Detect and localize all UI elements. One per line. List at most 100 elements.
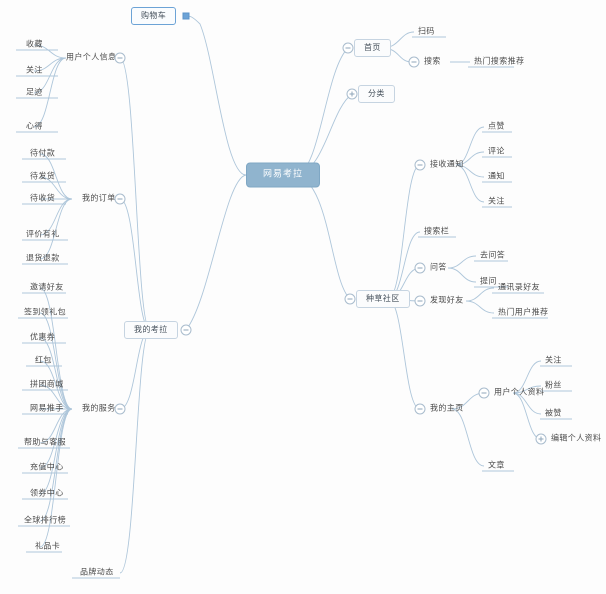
node-qa-go[interactable]: 去问答 [476, 250, 509, 263]
node-community-myhome[interactable]: 我的主页 [426, 403, 468, 416]
node-myhome-article[interactable]: 文章 [484, 460, 509, 473]
toggle-category[interactable] [346, 88, 358, 100]
node-friends-hot-users-label: 热门用户推荐 [498, 307, 549, 317]
node-user-follow[interactable]: 关注 [22, 65, 47, 78]
node-svc-invite-label: 邀请好友 [30, 282, 64, 292]
node-order-review[interactable]: 评价有礼 [22, 229, 64, 242]
node-notify-follow[interactable]: 关注 [484, 196, 509, 209]
node-svc-recharge[interactable]: 充值中心 [26, 462, 68, 475]
node-svc-global-rank[interactable]: 全球排行榜 [20, 515, 70, 528]
node-category[interactable]: 分类 [358, 85, 395, 103]
node-svc-invite[interactable]: 邀请好友 [26, 282, 68, 295]
node-profile-edit[interactable]: 编辑个人资料 [547, 433, 605, 446]
toggle-myhome-profile[interactable] [478, 387, 490, 399]
node-svc-signin[interactable]: 签到领礼包 [20, 307, 70, 320]
node-user-notes[interactable]: 心得 [22, 121, 47, 134]
node-svc-groupmall[interactable]: 拼团商城 [26, 379, 68, 392]
node-profile-fans-label: 粉丝 [545, 380, 562, 390]
node-user-fav[interactable]: 收藏 [22, 39, 47, 52]
node-friends-contacts[interactable]: 通讯录好友 [494, 282, 544, 295]
node-notify-notice-label: 通知 [488, 171, 505, 181]
node-notify-like-label: 点赞 [488, 121, 505, 131]
node-profile-fans[interactable]: 粉丝 [541, 380, 566, 393]
node-home-scan[interactable]: 扫码 [414, 26, 439, 39]
toggle-community-notify[interactable] [414, 159, 426, 171]
node-user-info-label: 用户个人信息 [66, 52, 117, 62]
node-my-services[interactable]: 我的服务 [78, 403, 120, 416]
node-order-refund[interactable]: 退货退款 [22, 253, 64, 266]
node-svc-redpacket[interactable]: 红包 [31, 355, 56, 368]
node-qa-ask[interactable]: 提问 [476, 276, 501, 289]
node-user-footprint[interactable]: 足迹 [22, 87, 47, 100]
node-qa-ask-label: 提问 [480, 276, 497, 286]
node-profile-follow-label: 关注 [545, 355, 562, 365]
node-my-orders[interactable]: 我的订单 [78, 193, 120, 206]
selection-handle[interactable] [182, 12, 190, 20]
toggle-find-friends[interactable] [414, 295, 426, 307]
toggle-mykaola[interactable] [180, 324, 192, 336]
node-svc-groupmall-label: 拼团商城 [30, 379, 64, 389]
node-community-searchbar[interactable]: 搜索栏 [420, 226, 453, 239]
node-community-find-friends-label: 发现好友 [430, 295, 464, 305]
node-community-notify-label: 接收通知 [430, 159, 464, 169]
node-user-fav-label: 收藏 [26, 39, 43, 49]
node-order-refund-label: 退货退款 [26, 253, 60, 263]
node-svc-signin-label: 签到领礼包 [24, 307, 66, 317]
node-friends-hot-users[interactable]: 热门用户推荐 [494, 307, 552, 320]
node-order-unpaid[interactable]: 待付款 [26, 148, 59, 161]
node-profile-edit-label: 编辑个人资料 [551, 433, 602, 443]
node-profile-follow[interactable]: 关注 [541, 355, 566, 368]
node-user-notes-label: 心得 [26, 121, 43, 131]
toggle-community-qa[interactable] [414, 262, 426, 274]
node-svc-redpacket-label: 红包 [35, 355, 52, 365]
node-svc-coupon[interactable]: 优惠券 [26, 332, 59, 345]
node-community-qa-label: 问答 [430, 262, 447, 272]
node-order-unreceived[interactable]: 待收货 [26, 193, 59, 206]
node-myhome-profile[interactable]: 用户个人资料 [490, 387, 548, 400]
node-svc-giftcard[interactable]: 礼品卡 [31, 541, 64, 554]
toggle-community[interactable] [344, 293, 356, 305]
node-order-unshipped[interactable]: 待发货 [26, 171, 59, 184]
node-svc-help[interactable]: 帮助与客服 [20, 437, 70, 450]
node-svc-pusher-label: 网易推手 [30, 403, 64, 413]
node-brand-news-label: 品牌动态 [80, 567, 114, 577]
node-svc-giftcard-label: 礼品卡 [35, 541, 61, 551]
toggle-user-info[interactable] [114, 52, 126, 64]
node-svc-pusher[interactable]: 网易推手 [26, 403, 68, 416]
node-community-notify[interactable]: 接收通知 [426, 159, 468, 172]
node-community-qa[interactable]: 问答 [426, 262, 451, 275]
node-mykaola[interactable]: 我的考拉 [124, 321, 178, 339]
node-order-unpaid-label: 待付款 [30, 148, 56, 158]
node-notify-notice[interactable]: 通知 [484, 171, 509, 184]
node-svc-help-label: 帮助与客服 [24, 437, 66, 447]
node-brand-news[interactable]: 品牌动态 [76, 567, 118, 580]
node-my-orders-label: 我的订单 [82, 193, 116, 203]
node-user-info[interactable]: 用户个人信息 [62, 52, 120, 65]
node-notify-comment[interactable]: 评论 [484, 146, 509, 159]
node-home-search-label: 搜索 [424, 56, 441, 66]
node-notify-like[interactable]: 点赞 [484, 121, 509, 134]
node-friends-contacts-label: 通讯录好友 [498, 282, 540, 292]
node-profile-liked[interactable]: 被赞 [541, 408, 566, 421]
node-cart[interactable]: 购物车 [131, 7, 177, 25]
toggle-myhome[interactable] [414, 403, 426, 415]
node-home[interactable]: 首页 [354, 39, 391, 57]
toggle-home-search[interactable] [408, 56, 420, 68]
node-order-unshipped-label: 待发货 [30, 171, 56, 181]
node-community-myhome-label: 我的主页 [430, 403, 464, 413]
node-home-search-hot[interactable]: 热门搜索推荐 [470, 56, 528, 69]
node-order-review-label: 评价有礼 [26, 229, 60, 239]
node-community[interactable]: 种草社区 [356, 290, 410, 308]
node-svc-coupon-center-label: 领券中心 [30, 488, 64, 498]
root-node[interactable]: 网易考拉 [246, 162, 321, 188]
node-home-search[interactable]: 搜索 [420, 56, 445, 69]
toggle-home[interactable] [342, 42, 354, 54]
node-cart-label: 购物车 [141, 11, 167, 20]
toggle-my-orders[interactable] [114, 193, 126, 205]
node-community-find-friends[interactable]: 发现好友 [426, 295, 468, 308]
node-svc-coupon-center[interactable]: 领券中心 [26, 488, 68, 501]
toggle-profile-edit[interactable] [535, 433, 547, 445]
toggle-my-services[interactable] [114, 403, 126, 415]
